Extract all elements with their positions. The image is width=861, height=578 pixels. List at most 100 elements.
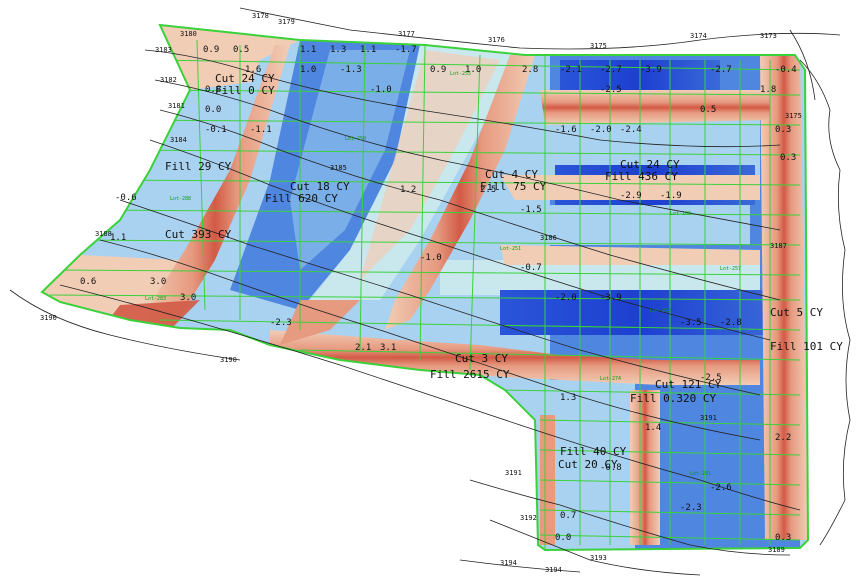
contour-label: 3193	[590, 554, 607, 562]
grid-value: -1.5	[520, 205, 542, 215]
fill-summary: Fill 75 CY	[480, 180, 547, 193]
fill-summary: Fill 620 CY	[265, 192, 338, 205]
lot-lines	[49, 39, 801, 550]
grid-value: -2.9	[620, 191, 642, 201]
lot-label: Lot-283	[145, 296, 166, 302]
lot-label: Lot-250	[345, 136, 366, 142]
lot-label: Lot-288	[170, 196, 191, 202]
grid-value: 3.1	[380, 343, 396, 353]
contour-label: 3190	[40, 314, 57, 322]
grid-value: 0.3	[775, 125, 791, 135]
contour-label: 3179	[278, 18, 295, 26]
cut-summary: Cut 4 CY	[485, 168, 538, 181]
grid-value: -1.3	[340, 65, 362, 75]
grid-value: 1.2	[400, 185, 416, 195]
grid-value: 1.3	[330, 45, 346, 55]
grid-value: -2.5	[600, 85, 622, 95]
contour-labels: 3178 3179 3177 3176 3175 3174 3173 3180 …	[40, 12, 802, 574]
grid-value: 1.1	[360, 45, 376, 55]
grid-value: -1.9	[660, 191, 682, 201]
grid-value: 2.2	[775, 433, 791, 443]
grid-value: 1.0	[465, 65, 481, 75]
grid-value: 1.0	[300, 65, 316, 75]
grid-value: 0.3	[775, 533, 791, 543]
grid-value: 1.8	[760, 85, 776, 95]
grid-value: 0.9	[430, 65, 446, 75]
grid-value: -1.0	[370, 85, 392, 95]
contour-label: 3176	[488, 36, 505, 44]
contour-label: 3174	[690, 32, 707, 40]
grid-value: 3.0	[150, 277, 166, 287]
contour-label: 3177	[398, 30, 415, 38]
grid-value: 0.0	[555, 533, 571, 543]
grid-value: 0.5	[700, 105, 716, 115]
contour-label: 3190	[220, 356, 237, 364]
grid-value: -2.3	[680, 503, 702, 513]
contour-label: 3192	[520, 514, 537, 522]
contour-label: 3178	[252, 12, 269, 20]
grid-value: -3.9	[600, 293, 622, 303]
lot-label: Lot-260	[670, 211, 691, 217]
lot-label: Lot-291	[690, 471, 711, 477]
cut-summary: Cut 24 CY	[620, 158, 680, 171]
contour-label: 3188	[95, 230, 112, 238]
grid-value: -2.8	[720, 318, 742, 328]
grid-value: -2.0	[590, 125, 612, 135]
contour-label: 3175	[590, 42, 607, 50]
lot-label: Lot-251	[500, 246, 521, 252]
grid-value: 0.9	[203, 45, 219, 55]
grid-value: -1.0	[420, 253, 442, 263]
fill-summary: Fill 436 CY	[605, 170, 678, 183]
grid-value: -0.7	[520, 263, 542, 273]
grid-value: 0.0	[205, 105, 221, 115]
grid-value: 0.5	[233, 45, 249, 55]
grid-value: 2.8	[522, 65, 538, 75]
contour-label: 3189	[768, 546, 785, 554]
lot-label: Lot-257	[720, 266, 741, 272]
grid-value: 1.1	[300, 45, 316, 55]
fill-summary: Fill 0.320 CY	[630, 392, 716, 405]
fill-summary: Fill 0 CY	[215, 84, 275, 97]
grid-value: 0.6	[80, 277, 96, 287]
site-boundary	[40, 23, 810, 552]
grid-value: -1.7	[395, 45, 417, 55]
grid-value: -0.8	[600, 463, 622, 473]
contour-label: 3191	[700, 414, 717, 422]
cut-summary: Cut 5 CY	[770, 306, 823, 319]
contour-label: 3180	[180, 30, 197, 38]
fill-summary: Fill 2615 CY	[430, 368, 510, 381]
contour-label: 3185	[330, 164, 347, 172]
grid-value: -2.5	[700, 373, 722, 383]
contour-label: 3183	[155, 46, 172, 54]
fill-summary: Fill 29 CY	[165, 160, 232, 173]
grid-value: -0.6	[115, 193, 137, 203]
cut-summary: Cut 20 CY	[558, 458, 618, 471]
grid-value: -3.9	[640, 65, 662, 75]
fill-summary: Fill 40 CY	[560, 445, 627, 458]
grid-value: -2.7	[710, 65, 732, 75]
grid-value: 1.6	[245, 65, 261, 75]
lot-label: Lot-262	[650, 308, 671, 314]
grid-value: -0.4	[775, 65, 797, 75]
grid-value: -2.3	[270, 318, 292, 328]
grid-value: -2.4	[620, 125, 642, 135]
grid-value: 0.3	[780, 153, 796, 163]
contour-label: 3186	[540, 234, 557, 242]
contour-label: 3184	[170, 136, 187, 144]
grid-value: 1.4	[645, 423, 661, 433]
grid-value: 0.8	[205, 85, 221, 95]
lot-label: Lot-255	[450, 71, 471, 77]
contour-label: 3173	[760, 32, 777, 40]
contour-label: 3194	[545, 566, 562, 574]
